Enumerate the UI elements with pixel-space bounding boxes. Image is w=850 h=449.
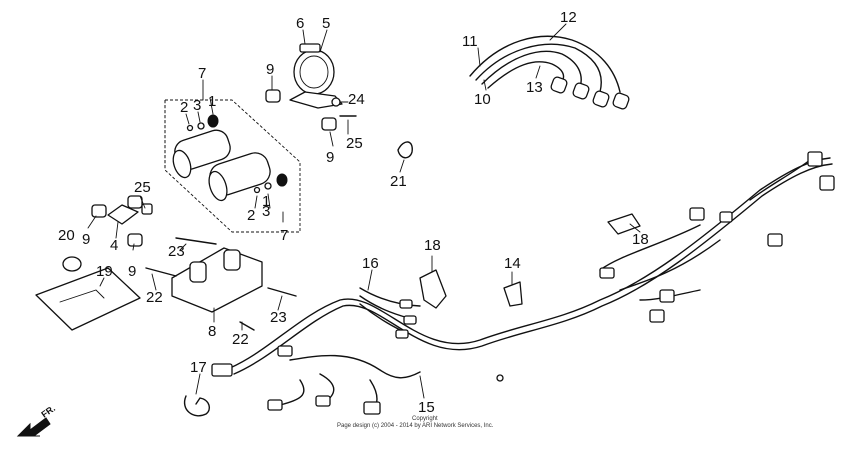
callout-12: 12 <box>560 9 577 26</box>
front-label: FR. <box>39 403 57 420</box>
band-clip-17 <box>183 395 211 417</box>
main-wire-harness <box>211 151 835 415</box>
callout-13: 13 <box>526 79 543 96</box>
callout-numbers: 7 1 3 2 6 5 9 24 25 9 21 12 11 13 10 1 3… <box>58 9 649 416</box>
callout-23-right: 23 <box>270 309 287 326</box>
callout-3-top: 3 <box>193 97 201 114</box>
sub-harness <box>359 287 421 339</box>
bracket-14 <box>503 281 523 307</box>
callout-15: 15 <box>418 399 435 416</box>
callout-16: 16 <box>362 255 379 272</box>
front-arrow-icon <box>16 417 51 437</box>
callout-9-upper: 9 <box>266 61 274 78</box>
callout-9-left: 9 <box>82 231 90 248</box>
callout-10: 10 <box>474 91 491 108</box>
clamp-band-assembly <box>265 43 357 131</box>
callout-22-bottom: 22 <box>232 331 249 348</box>
callout-24: 24 <box>348 91 365 108</box>
callout-7-bottom: 7 <box>280 227 288 244</box>
callout-22-left: 22 <box>146 289 163 306</box>
callout-7-top: 7 <box>198 65 206 82</box>
copyright-line-2: Page design (c) 2004 - 2014 by ARI Netwo… <box>337 423 494 429</box>
coil-mount-bracket <box>145 237 297 331</box>
callout-5: 5 <box>322 15 330 32</box>
callout-4: 4 <box>110 237 118 254</box>
callout-1-bottom: 1 <box>262 193 270 210</box>
cover-plate <box>35 267 141 331</box>
callout-1-top: 1 <box>208 93 216 110</box>
callout-8: 8 <box>208 323 216 340</box>
callout-9-lower: 9 <box>128 263 136 280</box>
callout-2-bottom: 2 <box>247 207 255 224</box>
callout-18-center: 18 <box>424 237 441 254</box>
bracket-18-right <box>607 213 641 235</box>
callout-18-right: 18 <box>632 231 649 248</box>
callout-2-top: 2 <box>180 99 188 116</box>
wire-clip <box>397 141 413 159</box>
callout-21: 21 <box>390 173 407 190</box>
callout-20: 20 <box>58 227 75 244</box>
bracket-18-center <box>419 269 447 309</box>
callout-11: 11 <box>462 33 478 50</box>
callout-3-bottom: 3 <box>262 203 270 220</box>
callout-9-mid: 9 <box>326 149 334 166</box>
callout-25-left: 25 <box>134 179 151 196</box>
front-direction-indicator: FR. <box>16 403 57 437</box>
callout-23-left: 23 <box>168 243 185 260</box>
copyright-line-1: Copyright <box>412 416 438 422</box>
callout-19: 19 <box>96 263 113 280</box>
ignition-coil-assembly <box>164 99 301 233</box>
callout-14: 14 <box>504 255 521 272</box>
spark-plug-leads <box>469 35 630 110</box>
callout-25-upper: 25 <box>346 135 363 152</box>
left-brackets <box>62 195 153 272</box>
leader-lines <box>87 23 641 399</box>
callout-17: 17 <box>190 359 207 376</box>
callout-6: 6 <box>296 15 304 32</box>
